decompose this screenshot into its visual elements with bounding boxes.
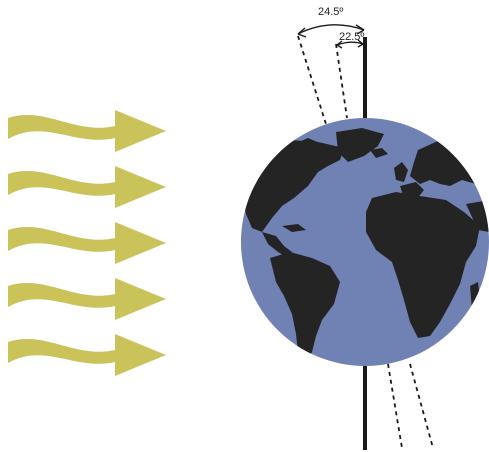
sunlight-arrow — [8, 334, 166, 376]
inner-arc-arrow-right — [357, 39, 364, 48]
inner-angle-label: 22.5º — [339, 31, 364, 43]
sunlight-arrow — [8, 222, 166, 264]
inner-angle-arc — [336, 41, 364, 46]
tilt-axis-inner-bottom — [387, 363, 403, 449]
south-america — [270, 252, 340, 362]
caribbean-islands — [282, 224, 306, 232]
iceland — [370, 148, 388, 158]
outer-arc-arrow-left — [297, 27, 307, 38]
outer-arc-arrow-right — [355, 24, 365, 35]
sunlight-arrow — [8, 166, 166, 208]
arctic-islands — [290, 138, 322, 154]
central-america — [262, 232, 292, 258]
sunlight-arrows — [8, 110, 166, 376]
tilt-axis-outer-top — [297, 35, 327, 125]
africa — [366, 192, 480, 338]
inner-arc-arrow-left — [336, 40, 343, 49]
tilt-axis-outer-bottom — [409, 363, 434, 449]
tilt-axis-inner-top — [335, 43, 348, 119]
sunlight-arrow — [8, 278, 166, 320]
earth-globe — [241, 118, 489, 366]
outer-angle-label: 24.5º — [318, 6, 343, 18]
sunlight-arrow — [8, 110, 166, 152]
greenland — [336, 128, 384, 162]
angle-arcs — [297, 24, 365, 49]
arabian-peninsula — [466, 200, 489, 232]
outer-angle-arc — [297, 24, 365, 35]
tilted-axes — [297, 35, 434, 449]
british-isles — [394, 162, 408, 182]
